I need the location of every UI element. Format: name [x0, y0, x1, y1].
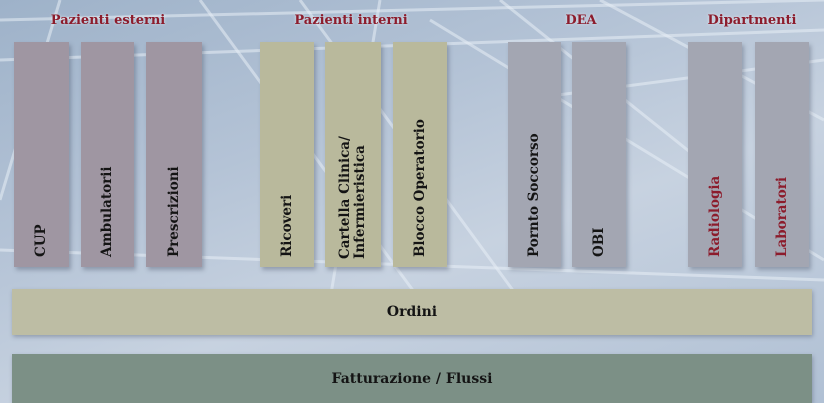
- module-cup[interactable]: CUP: [14, 42, 69, 267]
- module-label: Ambulatorii: [99, 166, 115, 258]
- layer-fatturazione[interactable]: Fatturazione / Flussi: [12, 354, 812, 403]
- module-label: Pornto Soccorso: [526, 133, 542, 257]
- module-cartella-clinica[interactable]: Cartella Clinica/ Infermieristica: [325, 42, 381, 267]
- module-label: Blocco Operatorio: [411, 119, 428, 257]
- module-label: Prescrizioni: [165, 166, 182, 257]
- group-title-pazienti-esterni: Pazienti esterni: [50, 13, 166, 28]
- module-label: Ricoveri: [278, 194, 295, 257]
- group-title-pazienti-interni: Pazienti interni: [294, 13, 408, 28]
- layer-ordini[interactable]: Ordini: [12, 289, 812, 335]
- module-ambulatorii[interactable]: Ambulatorii: [81, 42, 134, 267]
- group-title-dea: DEA: [565, 13, 597, 28]
- module-pornto-soccorso[interactable]: Pornto Soccorso: [508, 42, 561, 267]
- module-prescrizioni[interactable]: Prescrizioni: [146, 42, 202, 267]
- module-radiologia[interactable]: Radiologia: [688, 42, 742, 267]
- group-title-dipartmenti: Dipartmenti: [707, 13, 797, 28]
- module-label: OBI: [590, 227, 607, 258]
- module-obi[interactable]: OBI: [572, 42, 626, 267]
- module-label: Cartella Clinica/ Infermieristica: [337, 136, 368, 259]
- module-label: CUP: [33, 224, 49, 257]
- module-blocco-operatorio[interactable]: Blocco Operatorio: [393, 42, 447, 267]
- module-label: Laboratori: [773, 176, 790, 257]
- module-label: Radiologia: [706, 175, 723, 257]
- module-ricoveri[interactable]: Ricoveri: [260, 42, 314, 267]
- module-laboratori[interactable]: Laboratori: [755, 42, 809, 267]
